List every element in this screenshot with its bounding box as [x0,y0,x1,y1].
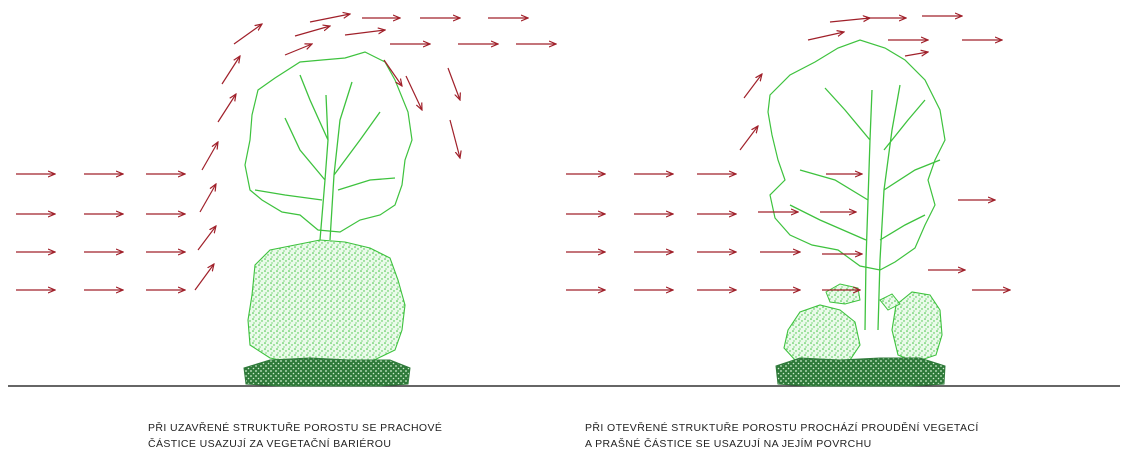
closed-shrub [248,240,405,366]
closed-shrub-base [244,358,410,386]
open-shrub-left [784,305,860,364]
caption-open-line1: PŘI OTEVŘENÉ STRUKTUŘE POROSTU PROCHÁZÍ … [585,420,979,436]
caption-closed-structure: PŘI UZAVŘENÉ STRUKTUŘE POROSTU SE PRACHO… [148,420,442,452]
caption-closed-line2: ČÁSTICE USAZUJÍ ZA VEGETAČNÍ BARIÉROU [148,436,442,452]
open-shrub-right [892,292,942,362]
open-sparse-foliage [826,284,900,310]
caption-open-structure: PŘI OTEVŘENÉ STRUKTUŘE POROSTU PROCHÁZÍ … [585,420,979,452]
open-vegetation-panel [566,16,1010,386]
caption-closed-line1: PŘI UZAVŘENÉ STRUKTUŘE POROSTU SE PRACHO… [148,420,442,436]
closed-vegetation-panel [16,14,556,386]
caption-open-line2: A PRAŠNÉ ČÁSTICE SE USAZUJÍ NA JEJÍM POV… [585,436,979,452]
open-shrub-base [776,358,945,386]
